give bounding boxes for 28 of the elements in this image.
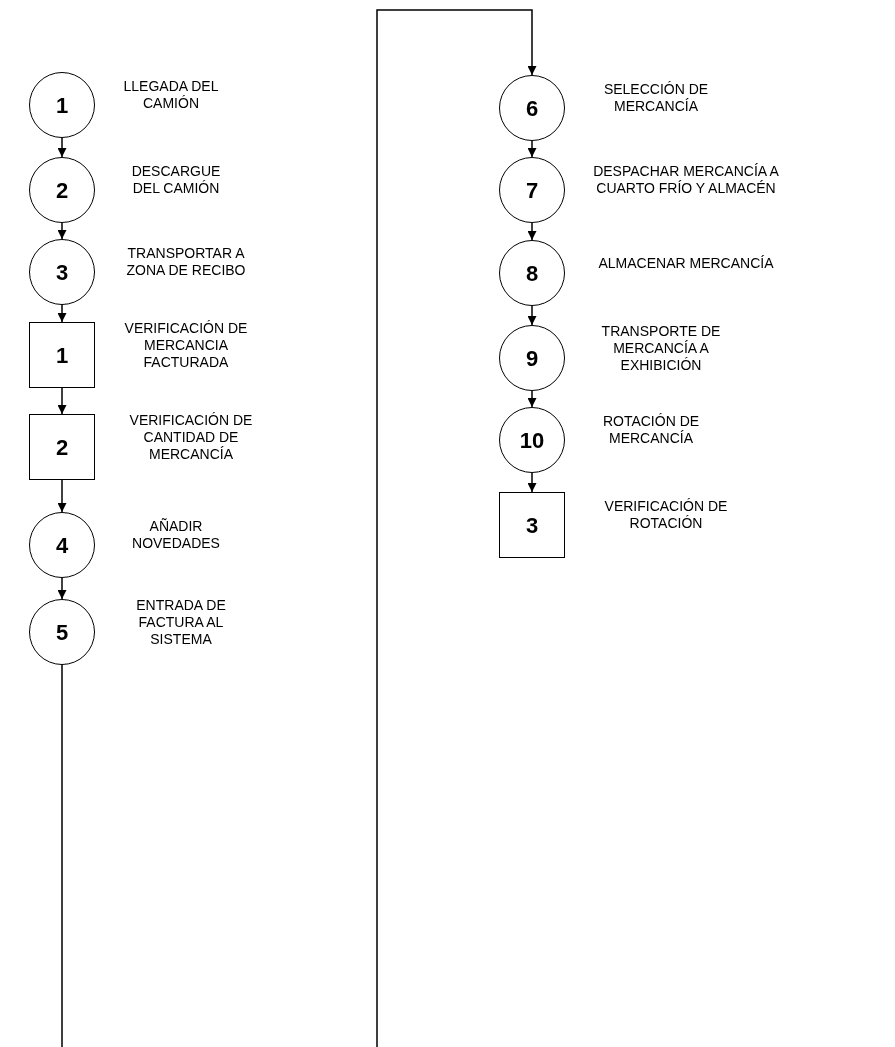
arrow — [527, 390, 537, 408]
step-label: TRANSPORTE DE MERCANCÍA A EXHIBICIÓN — [600, 322, 722, 374]
arrow — [527, 472, 537, 493]
arrow — [57, 479, 67, 513]
arrow — [527, 222, 537, 241]
step-label: ENTRADA DE FACTURA AL SISTEMA — [135, 596, 227, 648]
step-label: VERIFICACIÓN DE MERCANCIA FACTURADA — [123, 319, 249, 371]
step-label: SELECCIÓN DE MERCANCÍA — [602, 81, 710, 115]
step-label: VERIFICACIÓN DE CANTIDAD DE MERCANCÍA — [128, 411, 254, 463]
step-label: VERIFICACIÓN DE ROTACIÓN — [603, 498, 729, 532]
arrow — [57, 222, 67, 240]
arrow — [57, 304, 67, 323]
inspection-box: 2 — [29, 414, 95, 480]
arrow — [57, 577, 67, 600]
step-label: DESPACHAR MERCANCÍA A CUARTO FRÍO Y ALMACÉN — [592, 163, 780, 197]
step-label: ALMACENAR MERCANCÍA — [597, 254, 775, 272]
arrow — [57, 387, 67, 415]
step-label: ROTACIÓN DE MERCANCÍA — [601, 413, 701, 447]
inspection-box: 3 — [499, 492, 565, 558]
step-label: DESCARGUE DEL CAMIÓN — [130, 163, 222, 197]
step-label: AÑADIR NOVEDADES — [131, 518, 221, 552]
arrow — [57, 137, 67, 158]
arrow — [527, 140, 537, 158]
arrow — [61, 9, 537, 1047]
arrow — [527, 305, 537, 326]
inspection-box: 1 — [29, 322, 95, 388]
step-label: LLEGADA DEL CAMIÓN — [122, 78, 220, 112]
step-label: TRANSPORTAR A ZONA DE RECIBO — [125, 245, 247, 279]
